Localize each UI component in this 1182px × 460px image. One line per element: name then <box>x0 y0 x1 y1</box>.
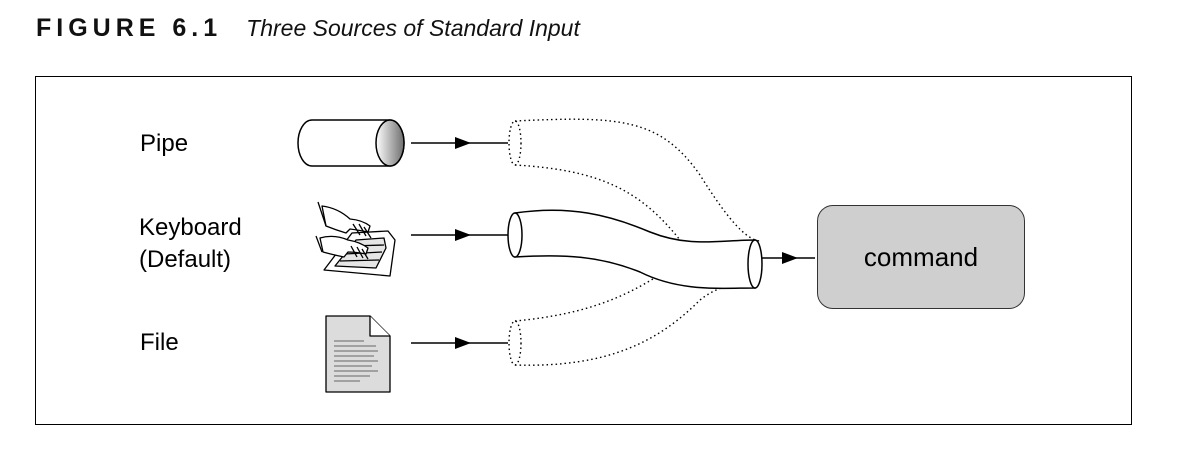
keyboard-label: Keyboard (Default) <box>139 212 242 276</box>
diagram-frame <box>35 76 1132 425</box>
command-box: command <box>817 205 1025 309</box>
active-connection <box>507 209 763 290</box>
command-label: command <box>863 241 979 272</box>
command-arrow <box>762 252 815 264</box>
file-label: File <box>140 327 179 359</box>
figure-title: Three Sources of Standard Input <box>246 15 580 41</box>
file-label-text: File <box>140 329 179 356</box>
keyboard-label-line1: Keyboard <box>139 214 242 241</box>
pipe-label: Pipe <box>140 128 188 160</box>
pipe-icon <box>297 119 405 167</box>
pipe-label-text: Pipe <box>140 130 189 157</box>
figure-number: FIGURE 6.1 <box>36 14 223 42</box>
figure-caption: FIGURE 6.1 Three Sources of Standard Inp… <box>36 14 580 54</box>
source-arrows <box>411 137 508 349</box>
keyboard-label-line2: (Default) <box>139 246 232 273</box>
document-icon <box>325 315 391 393</box>
keyboard-hands-icon <box>315 201 396 277</box>
